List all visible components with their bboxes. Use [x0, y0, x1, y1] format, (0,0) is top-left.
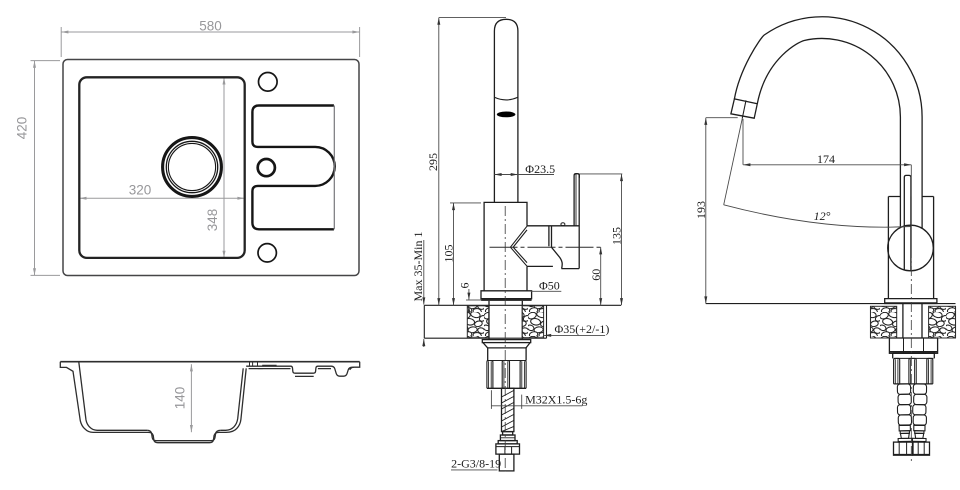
svg-text:60: 60: [589, 269, 603, 281]
svg-text:420: 420: [15, 117, 30, 140]
svg-text:193: 193: [694, 201, 708, 219]
svg-text:Max 35-Min 1: Max 35-Min 1: [411, 232, 425, 302]
svg-text:295: 295: [426, 153, 440, 171]
svg-text:135: 135: [610, 227, 624, 245]
svg-text:105: 105: [441, 245, 455, 263]
svg-text:2-G3/8-19: 2-G3/8-19: [451, 457, 501, 471]
svg-text:6: 6: [457, 283, 471, 289]
svg-text:348: 348: [205, 209, 220, 232]
svg-text:Φ23.5: Φ23.5: [525, 162, 555, 176]
svg-text:12°: 12°: [814, 209, 831, 223]
svg-text:Φ50: Φ50: [539, 279, 560, 293]
svg-text:Φ35(+2/-1): Φ35(+2/-1): [555, 322, 610, 336]
svg-text:M32X1.5-6g: M32X1.5-6g: [525, 392, 587, 406]
svg-text:320: 320: [129, 183, 152, 198]
svg-text:174: 174: [817, 152, 835, 166]
svg-text:580: 580: [199, 19, 222, 34]
svg-text:140: 140: [173, 387, 188, 410]
